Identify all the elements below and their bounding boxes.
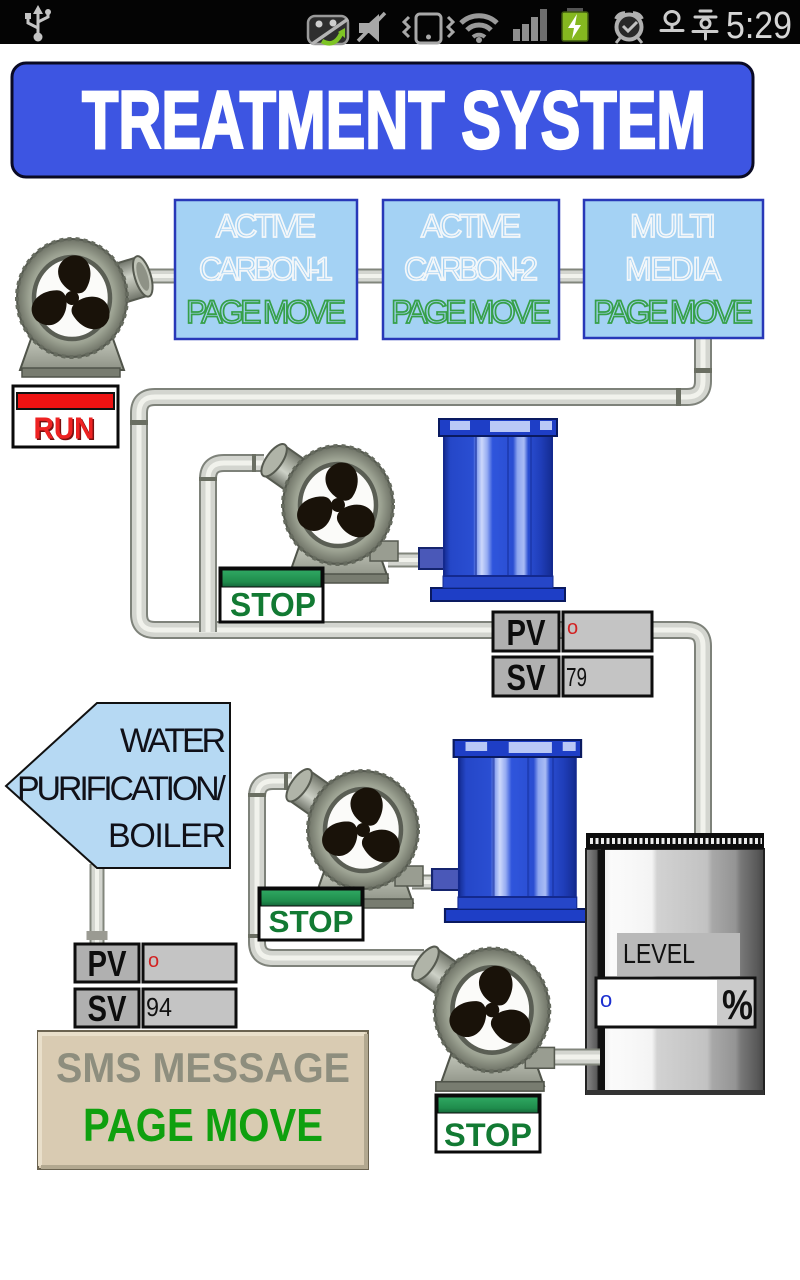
svg-text:STOP: STOP	[269, 904, 354, 939]
svg-text:PAGE MOVE: PAGE MOVE	[186, 294, 346, 330]
svg-text:SV: SV	[507, 657, 546, 698]
svg-text:PURIFICATION/: PURIFICATION/	[17, 770, 227, 808]
svg-text:BOILER: BOILER	[108, 817, 226, 855]
svg-text:CARBON-2: CARBON-2	[404, 251, 538, 287]
svg-text:PV: PV	[507, 612, 546, 653]
svg-text:RUN: RUN	[34, 411, 95, 446]
svg-text:RUN: RUN	[35, 412, 96, 447]
svg-text:SV: SV	[88, 988, 127, 1029]
svg-text:79: 79	[566, 662, 587, 692]
svg-text:o: o	[600, 987, 612, 1012]
svg-text:o: o	[148, 950, 159, 972]
svg-text:PAGE MOVE: PAGE MOVE	[83, 1099, 323, 1151]
svg-text:LEVEL: LEVEL	[623, 938, 695, 969]
svg-text:MEDIA: MEDIA	[625, 251, 722, 287]
svg-text:o: o	[567, 617, 578, 639]
svg-text:SMS MESSAGE: SMS MESSAGE	[56, 1044, 350, 1091]
svg-text:94: 94	[146, 992, 172, 1022]
svg-text:MULTI: MULTI	[630, 208, 716, 244]
svg-text:ACTIVE: ACTIVE	[421, 208, 521, 244]
svg-text:ACTIVE: ACTIVE	[216, 208, 316, 244]
svg-text:WATER: WATER	[120, 722, 226, 760]
svg-text:%: %	[722, 981, 753, 1028]
svg-text:CARBON-1: CARBON-1	[199, 251, 333, 287]
svg-text:TREATMENT SYSTEM: TREATMENT SYSTEM	[82, 75, 706, 166]
svg-text:PAGE MOVE: PAGE MOVE	[391, 294, 551, 330]
svg-text:PAGE MOVE: PAGE MOVE	[593, 294, 753, 330]
svg-text:STOP: STOP	[230, 586, 316, 623]
svg-text:STOP: STOP	[444, 1117, 532, 1153]
svg-text:5:29: 5:29	[726, 5, 792, 47]
svg-text:PV: PV	[88, 943, 127, 984]
